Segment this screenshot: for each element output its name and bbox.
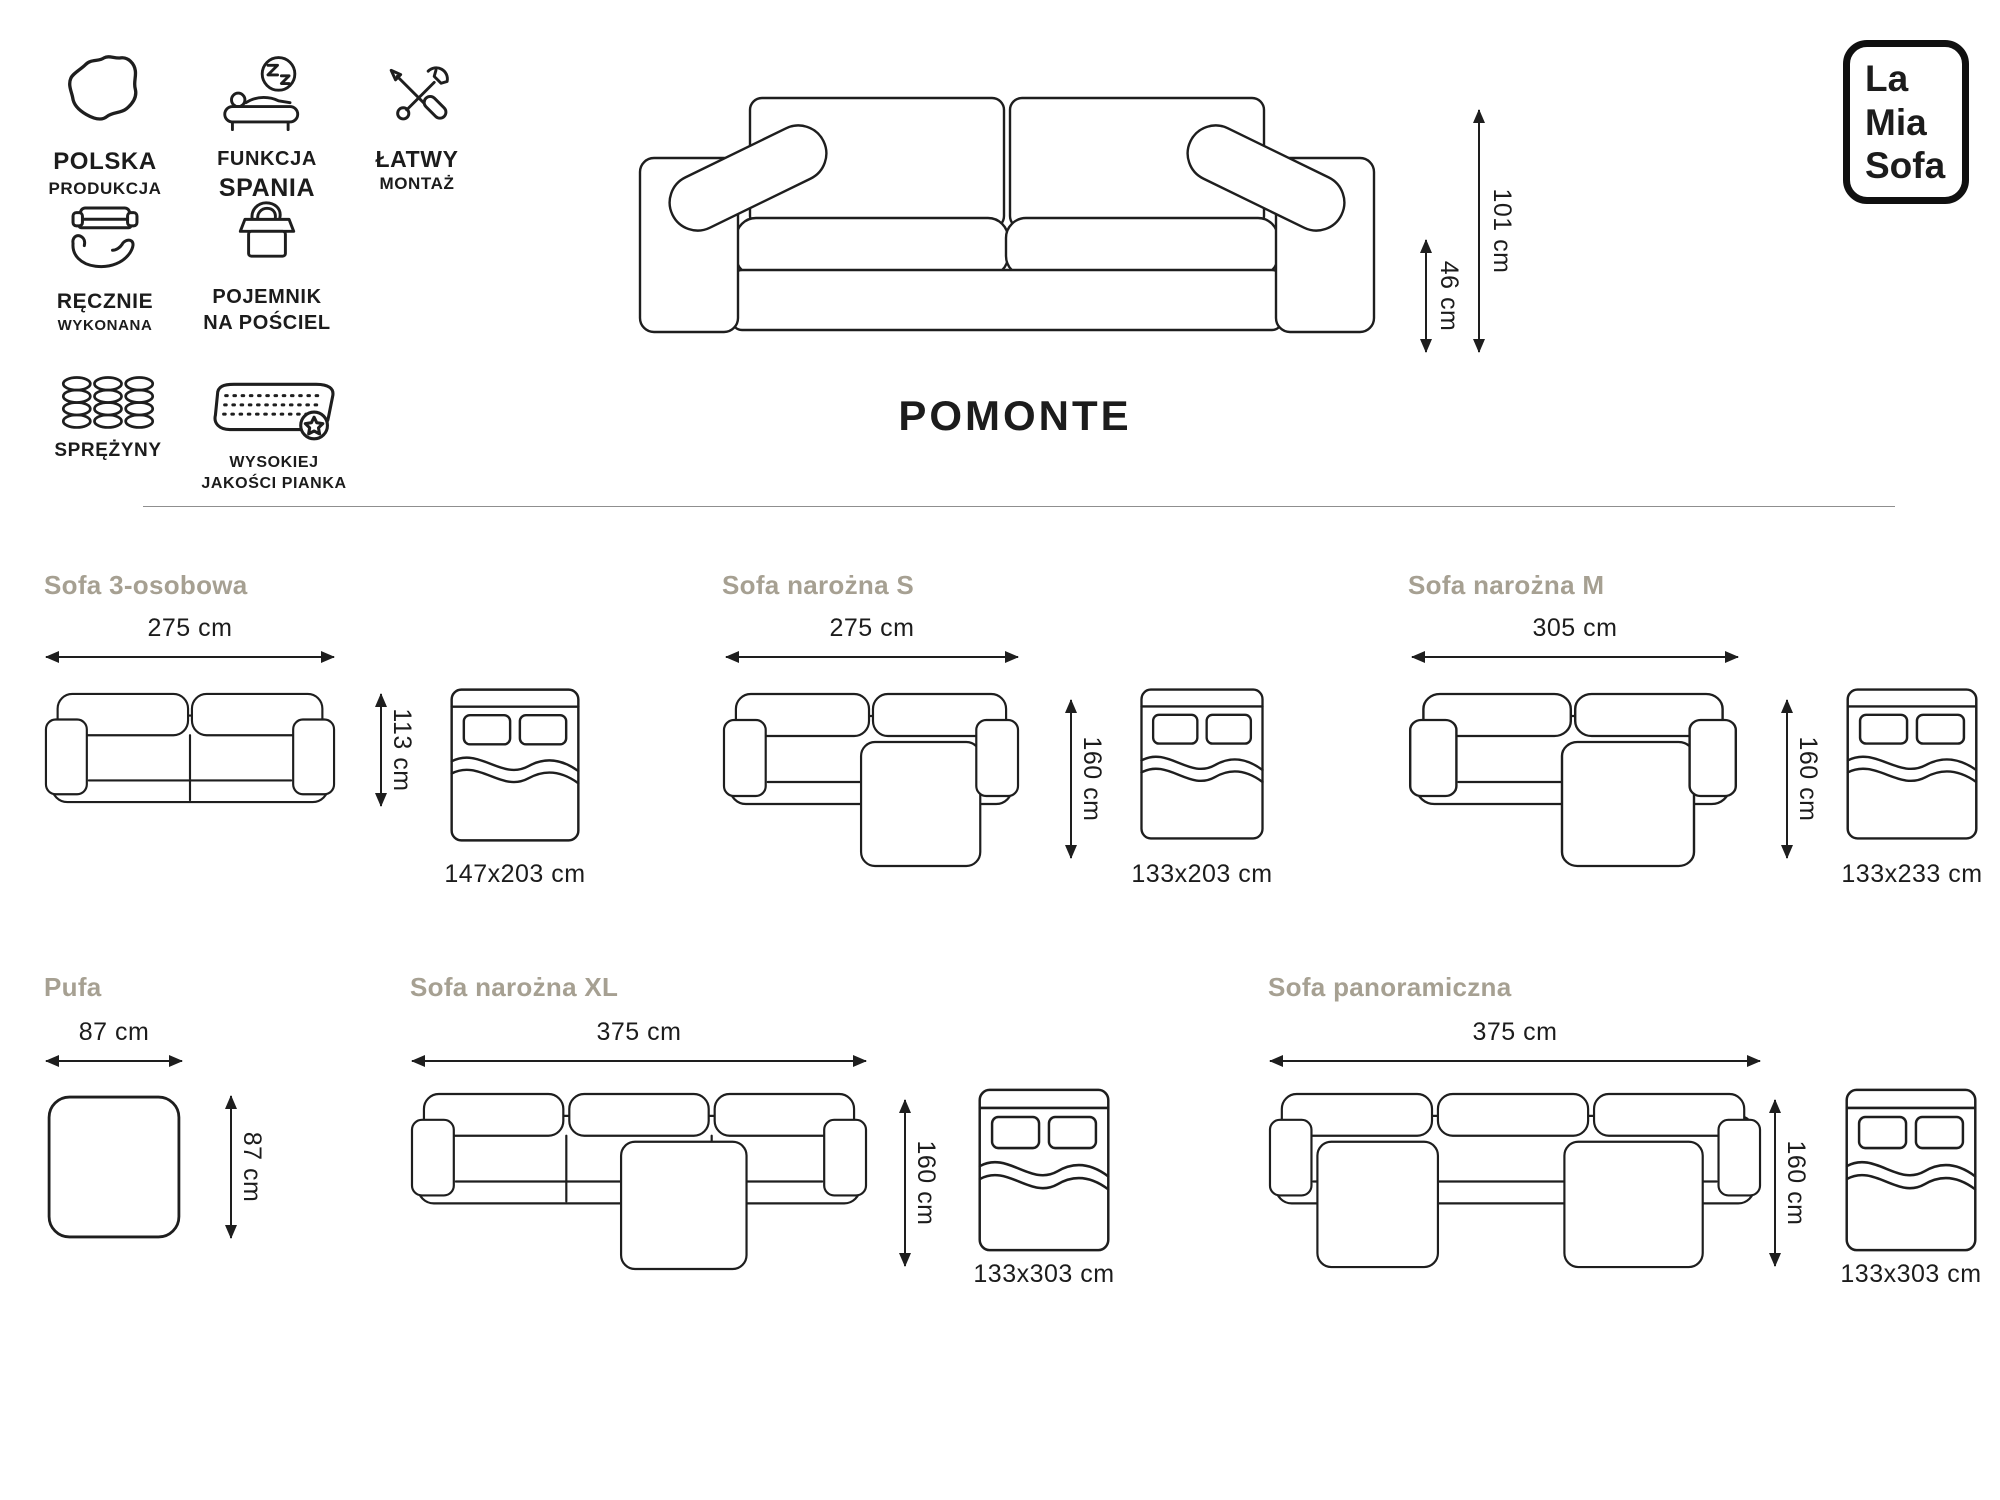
feature-wysokiej-jakosci-pianka: WYSOKIEJ JAKOŚCI PIANKA <box>186 372 362 493</box>
bed-diagram <box>1846 688 1978 840</box>
bed-size-label: 133x233 cm <box>1841 860 1983 888</box>
width-arrow <box>411 1055 867 1067</box>
feature-label: RĘCZNIE <box>56 290 154 313</box>
feature-label: FUNKCJA <box>217 148 317 170</box>
bed-diagram <box>1140 688 1264 840</box>
depth-dimension-label: 160 cm <box>1078 736 1106 822</box>
config-pufa: Pufa 87 cm 87 cm <box>40 972 370 1292</box>
width-arrow <box>725 651 1019 663</box>
depth-arrow <box>899 1099 911 1267</box>
feature-latwy-montaz: ŁATWY MONTAŻ <box>352 56 482 194</box>
poland-map-icon <box>68 55 138 121</box>
handmade-icon <box>71 206 139 269</box>
panoramic-sofa-top-view-drawing <box>1268 1092 1762 1269</box>
product-title: POMONTE <box>898 392 1132 439</box>
config-sofa-narozna-m: Sofa narożna M 305 cm 160 cm <box>1402 570 2000 900</box>
feature-funkcja-spania: FUNKCJA SPANIA <box>192 52 342 203</box>
config-title: Sofa 3-osobowa <box>44 570 248 600</box>
bed-size-label: 133x203 cm <box>1131 860 1273 888</box>
feature-sprezyny: SPRĘŻYNY <box>38 374 178 465</box>
section-divider <box>143 506 1895 507</box>
config-title: Sofa narożna M <box>1408 570 1605 600</box>
logo-line: La <box>1865 58 1909 99</box>
depth-arrow <box>1769 1099 1781 1267</box>
feature-pojemnik-na-posciel: POJEMNIK NA POŚCIEL <box>184 192 350 335</box>
config-title: Sofa panoramiczna <box>1268 972 1512 1002</box>
sleep-function-icon <box>223 56 300 132</box>
depth-dimension-label: 160 cm <box>1794 736 1822 822</box>
depth-arrow <box>375 693 387 807</box>
feature-label: SPRĘŻYNY <box>54 440 162 461</box>
corner-sofa-s-top-view-drawing <box>722 692 1020 868</box>
bed-diagram <box>978 1088 1110 1252</box>
pouf-top-view-drawing <box>47 1095 181 1239</box>
width-dimension-label: 275 cm <box>147 614 233 642</box>
config-sofa-panoramiczna: Sofa panoramiczna 375 cm 160 cm <box>1262 972 2000 1302</box>
logo-line: Sofa <box>1865 145 1946 187</box>
seat-height-label: 46 cm <box>1435 260 1463 332</box>
depth-arrow <box>1781 699 1793 859</box>
depth-arrow <box>1065 699 1077 859</box>
feature-sublabel: NA POŚCIEL <box>203 312 331 334</box>
width-arrow <box>45 651 335 663</box>
logo-line: Mia <box>1865 101 1927 143</box>
depth-dimension-label: 160 cm <box>912 1140 940 1226</box>
corner-sofa-m-top-view-drawing <box>1408 692 1738 868</box>
config-title: Pufa <box>44 972 102 1002</box>
depth-dimension-label: 87 cm <box>238 1131 266 1203</box>
bed-size-label: 147x203 cm <box>444 860 586 888</box>
foam-quality-icon <box>213 382 335 441</box>
hero-section: 46 cm 101 cm <box>630 90 1550 370</box>
config-sofa-narozna-xl: Sofa narożna XL 375 cm 160 cm <box>404 972 1144 1302</box>
springs-icon <box>61 376 155 429</box>
width-dimension-label: 87 cm <box>78 1018 150 1046</box>
config-sofa-narozna-s: Sofa narożna S 275 cm 160 cm <box>718 570 1318 900</box>
sofa-front-view-drawing <box>638 96 1376 334</box>
feature-label: POLSKA <box>53 148 157 175</box>
depth-arrow <box>225 1095 237 1239</box>
width-dimension-label: 375 cm <box>596 1018 682 1046</box>
width-arrow <box>45 1055 183 1067</box>
total-height-label: 101 cm <box>1488 188 1516 274</box>
feature-sublabel: WYKONANA <box>57 317 153 334</box>
total-height-arrow <box>1473 109 1485 353</box>
depth-dimension-label: 113 cm <box>388 708 416 792</box>
width-dimension-label: 275 cm <box>829 614 915 642</box>
width-arrow <box>1269 1055 1761 1067</box>
corner-sofa-xl-top-view-drawing <box>410 1092 868 1271</box>
feature-label: ŁATWY <box>375 146 459 172</box>
sofa-3-seat-top-view-drawing <box>44 692 336 804</box>
feature-sublabel: PRODUKCJA <box>48 179 162 198</box>
bed-diagram <box>1845 1088 1977 1252</box>
bed-size-label: 133x303 cm <box>1840 1260 1982 1288</box>
config-title: Sofa narożna XL <box>410 972 619 1002</box>
feature-sublabel: JAKOŚCI PIANKA <box>201 475 347 492</box>
config-title: Sofa narożna S <box>722 570 915 600</box>
feature-recznie-wykonana: RĘCZNIE WYKONANA <box>30 196 180 334</box>
feature-sublabel: MONTAŻ <box>379 174 455 193</box>
depth-dimension-label: 160 cm <box>1782 1140 1810 1226</box>
config-sofa-3-osobowa: Sofa 3-osobowa 275 cm 113 cm <box>40 570 600 900</box>
seat-height-arrow <box>1420 239 1432 353</box>
width-dimension-label: 305 cm <box>1532 614 1618 642</box>
bedding-storage-icon <box>238 201 296 258</box>
width-arrow <box>1411 651 1739 663</box>
bed-diagram <box>450 688 580 842</box>
feature-polska-produkcja: POLSKA PRODUKCJA <box>30 52 180 199</box>
easy-assembly-icon <box>389 66 449 121</box>
feature-label: WYSOKIEJ <box>229 454 319 471</box>
bed-size-label: 133x303 cm <box>973 1260 1115 1288</box>
feature-sublabel: SPANIA <box>218 174 316 202</box>
brand-logo: La Mia Sofa <box>1843 40 1969 204</box>
width-dimension-label: 375 cm <box>1472 1018 1558 1046</box>
feature-label: POJEMNIK <box>212 286 322 308</box>
